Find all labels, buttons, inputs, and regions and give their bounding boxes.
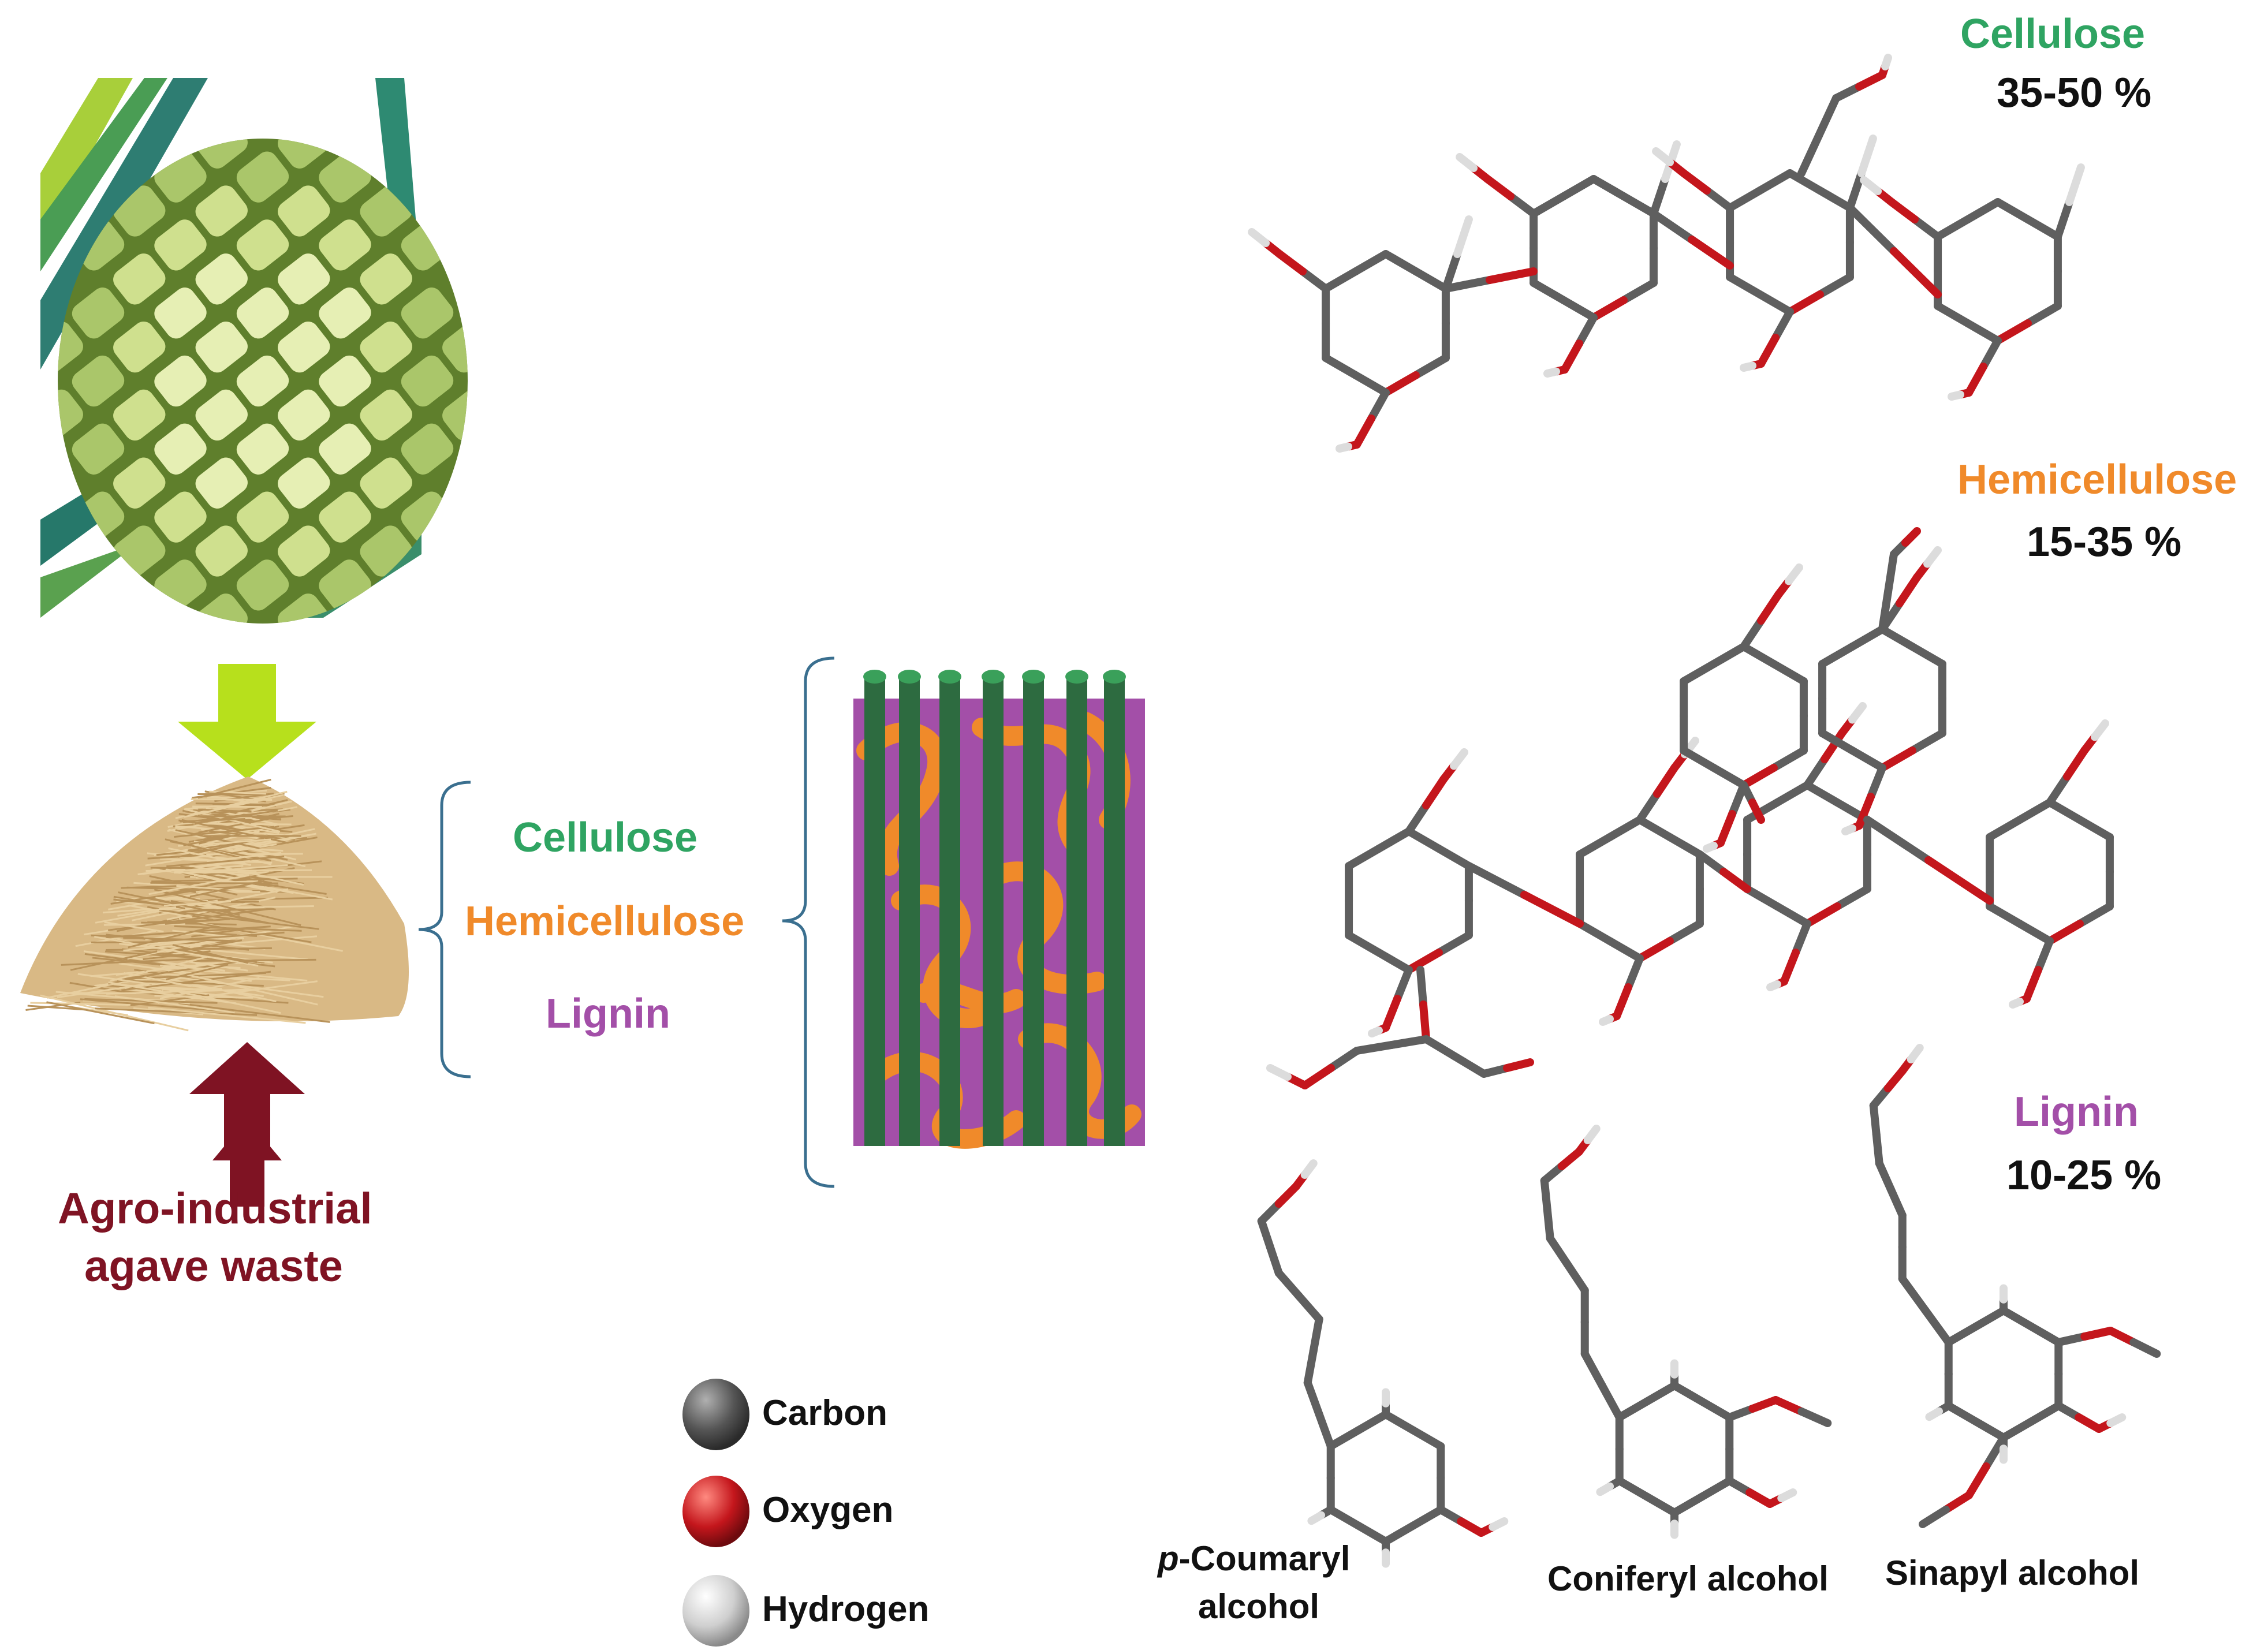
- cellulose-molecule: [1248, 54, 2085, 453]
- left-bracket: [418, 781, 471, 1078]
- coumaryl-name: -Coumaryl: [1178, 1539, 1351, 1578]
- source-label-line2: agave waste: [84, 1242, 343, 1291]
- oxygen-sphere-icon: [682, 1476, 749, 1547]
- agave-pina-icon: [58, 139, 468, 624]
- sinapyl-alcohol-molecule: [1869, 1044, 2161, 1528]
- legend-carbon-label: Carbon: [762, 1393, 887, 1433]
- bracket-label-hemicellulose: Hemicellulose: [465, 898, 745, 945]
- lignin-percent: 10-25 %: [2006, 1152, 2162, 1199]
- sinapyl-label: Sinapyl alcohol: [1885, 1554, 2140, 1592]
- hemicellulose-title: Hemicellulose: [1957, 457, 2237, 503]
- bracket-label-cellulose: Cellulose: [513, 815, 698, 861]
- cellulose-percent: 35-50 %: [1997, 70, 2152, 116]
- hemicellulose-percent: 15-35 %: [2027, 519, 2182, 565]
- cellulose-title: Cellulose: [1960, 11, 2146, 57]
- lignin-title: Lignin: [2014, 1089, 2139, 1135]
- bracket-label-lignin: Lignin: [546, 991, 670, 1037]
- coumaryl-prefix: p: [1158, 1539, 1179, 1578]
- legend-hydrogen-label: Hydrogen: [762, 1589, 930, 1629]
- right-bracket: [782, 656, 835, 1188]
- green-arrow-icon: [178, 664, 316, 779]
- coumaryl-label-line2: alcohol: [1198, 1587, 1320, 1626]
- coniferyl-alcohol-molecule: [1540, 1125, 1832, 1539]
- coumaryl-alcohol-molecule: [1257, 1159, 1509, 1568]
- hydrogen-sphere-icon: [682, 1575, 749, 1647]
- source-label-line1: Agro-industrial: [58, 1184, 372, 1233]
- coniferyl-label: Coniferyl alcohol: [1547, 1559, 1829, 1598]
- legend-oxygen-label: Oxygen: [762, 1490, 894, 1530]
- fiber-pile-icon: [20, 777, 409, 1032]
- hemicellulose-molecule: [1266, 527, 2114, 1089]
- coumaryl-label-line1: p-Coumaryl: [1158, 1539, 1350, 1578]
- lignocellulose-fiber-icon: [853, 670, 1145, 1149]
- carbon-sphere-icon: [682, 1379, 749, 1450]
